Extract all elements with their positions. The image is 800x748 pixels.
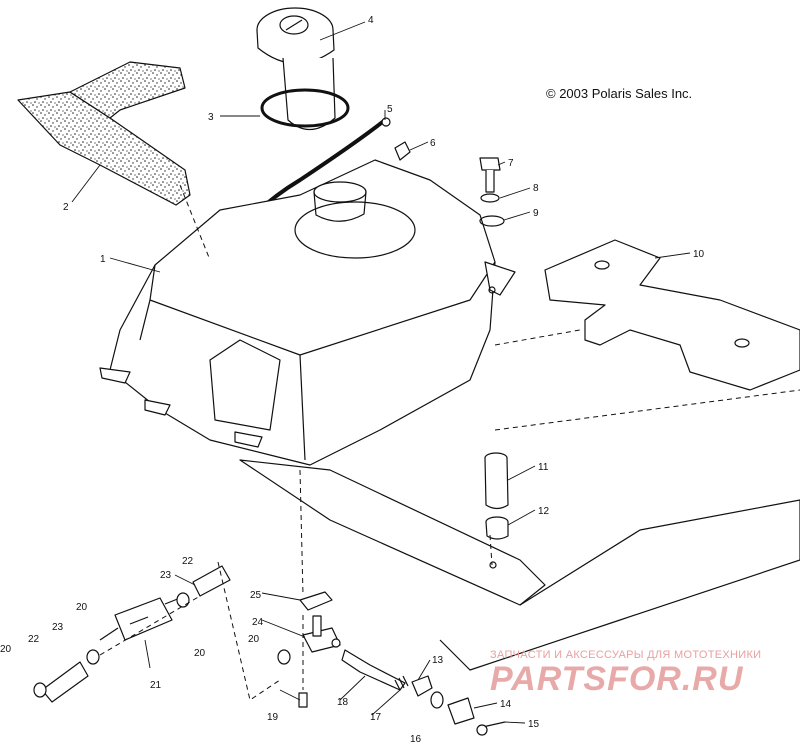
callout-2: 2 <box>63 202 69 213</box>
callout-13: 13 <box>432 655 444 666</box>
callout-23-b: 23 <box>160 570 172 581</box>
spacer-part <box>484 452 509 510</box>
callout-20-a: 20 <box>0 644 12 655</box>
grommet-part <box>485 516 509 540</box>
callout-20-c: 20 <box>194 648 206 659</box>
copyright-text: © 2003 Polaris Sales Inc. <box>546 86 693 101</box>
alignment-lines <box>99 184 800 701</box>
fuel-filter-part <box>99 597 181 641</box>
callout-19: 19 <box>267 712 279 723</box>
callout-9: 9 <box>533 208 539 219</box>
callout-14: 14 <box>500 699 512 710</box>
callout-6: 6 <box>430 138 436 149</box>
callout-21: 21 <box>150 680 162 691</box>
clamp-mid-part <box>86 649 100 665</box>
fitting-part <box>298 692 308 708</box>
callout-7: 7 <box>508 158 514 169</box>
valve-bracket-part <box>299 591 333 611</box>
callout-22-a: 22 <box>28 634 40 645</box>
watermark-brand: PARTSFOR.RU <box>490 660 744 698</box>
callout-5: 5 <box>387 104 393 115</box>
fuel-cap-part <box>256 7 336 131</box>
callout-24: 24 <box>252 617 264 628</box>
callout-4: 4 <box>368 15 374 26</box>
callout-labels: 1 2 3 4 5 6 7 8 9 10 11 12 13 14 15 16 1… <box>0 15 705 745</box>
o-ring-part <box>260 88 350 128</box>
valve-plate-part <box>447 697 475 725</box>
callout-10: 10 <box>693 249 705 260</box>
callout-11: 11 <box>538 462 549 473</box>
callout-23-a: 23 <box>52 622 64 633</box>
callout-3: 3 <box>208 112 214 123</box>
spring-part <box>394 675 409 691</box>
wave-washer-part <box>430 691 444 709</box>
foam-pad-part <box>17 61 191 206</box>
callout-1: 1 <box>100 254 106 265</box>
frame-rail <box>239 459 800 671</box>
clamp-upper-part <box>176 592 190 608</box>
callout-16: 16 <box>410 734 422 743</box>
watermark-tagline: ЗАПЧАСТИ И АКСЕССУАРЫ ДЛЯ МОТОТЕХНИКИ <box>490 649 762 661</box>
callout-20-b: 20 <box>76 602 88 613</box>
callout-18: 18 <box>337 697 349 708</box>
fuel-valve-part <box>302 615 341 653</box>
vent-fitting-part <box>394 141 411 161</box>
callout-25: 25 <box>250 590 262 601</box>
hose-lower-part <box>41 661 89 703</box>
callout-15: 15 <box>528 719 540 730</box>
callout-8: 8 <box>533 183 539 194</box>
screw-part <box>476 721 506 736</box>
callout-17: 17 <box>370 712 382 723</box>
detent-part <box>411 675 433 697</box>
leader-lines <box>71 21 691 724</box>
fuel-tank-part <box>99 159 516 466</box>
callout-22-b: 22 <box>182 556 194 567</box>
clamp-lower-part <box>33 682 47 698</box>
callout-12: 12 <box>538 506 550 517</box>
valve-handle-part <box>341 649 406 691</box>
bracket-part <box>544 239 800 391</box>
lock-washer-part <box>480 193 500 203</box>
clamp-valve-part <box>277 649 291 665</box>
washer-part <box>479 215 505 227</box>
bolt-part <box>479 157 501 193</box>
callout-20-d: 20 <box>248 634 260 645</box>
